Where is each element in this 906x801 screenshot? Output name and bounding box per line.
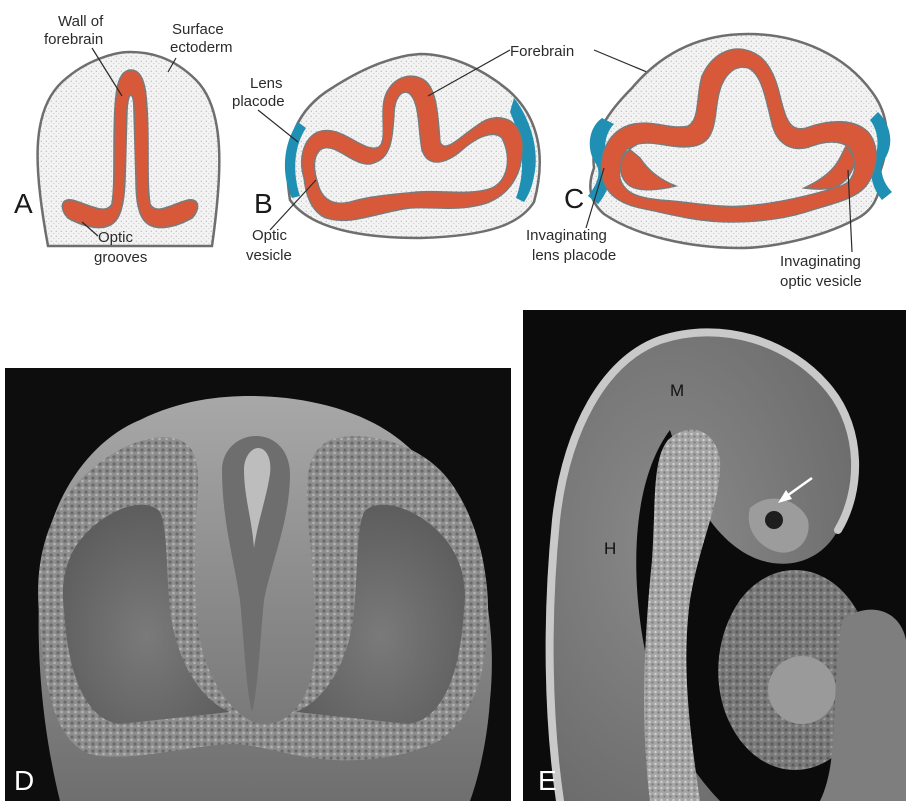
panel-letter-c: C — [564, 183, 584, 214]
label-optic-grooves-1: Optic — [98, 229, 134, 246]
panel-letter-d: D — [14, 765, 34, 796]
panel-letter-b: B — [254, 188, 273, 219]
label-lens-placode-1: Lens — [250, 75, 283, 92]
label-surface-ectoderm-2: ectoderm — [170, 39, 233, 56]
sem-e-optic-pit — [765, 511, 783, 529]
label-lens-placode-2: placode — [232, 93, 285, 110]
label-surface-ectoderm-1: Surface — [172, 21, 224, 38]
label-optic-vesicle-2: vesicle — [246, 247, 292, 264]
panel-letter-e: E — [538, 765, 557, 796]
panel-letter-a: A — [14, 188, 33, 219]
label-wall-forebrain-1: Wall of — [58, 13, 104, 30]
label-wall-forebrain-2: forebrain — [44, 31, 103, 48]
sem-e-label-h: H — [604, 539, 616, 558]
label-forebrain: Forebrain — [510, 43, 574, 60]
label-optic-grooves-2: grooves — [94, 249, 147, 266]
sem-e-heart-bulge — [768, 656, 836, 724]
label-invaginating-optic-1: Invaginating — [780, 253, 861, 270]
sem-e-label-m: M — [670, 381, 684, 400]
label-invaginating-optic-2: optic vesicle — [780, 273, 862, 290]
label-invaginating-lens-2: lens placode — [532, 247, 616, 264]
label-invaginating-lens-1: Invaginating — [526, 227, 607, 244]
sem-panel-e: M H E — [523, 310, 906, 801]
sem-panel-d: D — [5, 368, 511, 801]
